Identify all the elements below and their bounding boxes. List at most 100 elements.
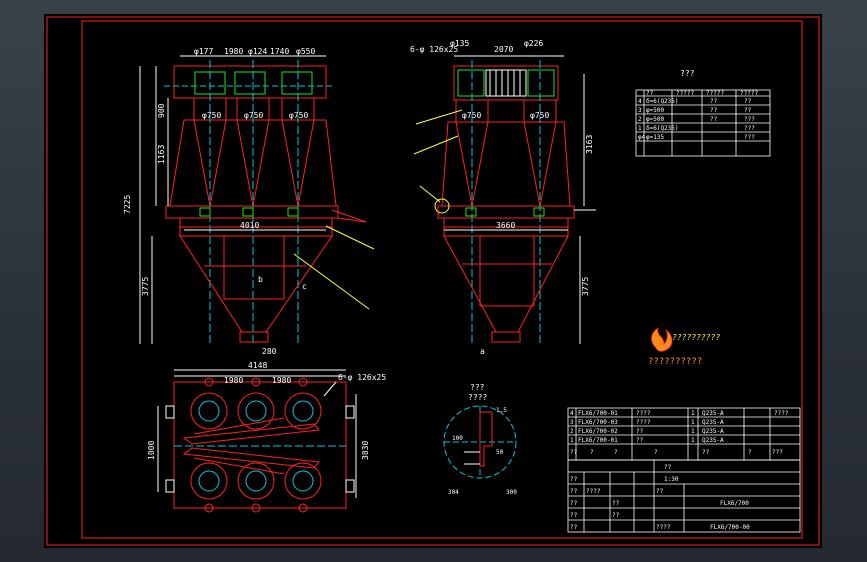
outer-border	[46, 16, 820, 546]
detail-subtitle: ????	[468, 393, 487, 402]
mt-r5c1: φ4	[638, 134, 646, 141]
pl-r2c4: 1	[691, 419, 695, 426]
front-elevation	[139, 55, 375, 344]
pl-r1c3: ????	[636, 410, 651, 417]
pl-r4c4: 1	[691, 437, 695, 444]
pl-r2c3: ????	[636, 419, 651, 426]
tb-label-8: ??	[612, 512, 620, 519]
mt-r1c5: ??	[744, 98, 752, 105]
mt-r1c4: ??	[710, 98, 718, 105]
plan-width: 4148	[248, 361, 267, 370]
plan-view	[157, 369, 357, 513]
front-elevation-dims: φ177 1980 φ124 1740 φ550 φ750 φ750 φ750 …	[123, 47, 315, 356]
pl-h1: ??	[570, 449, 578, 456]
side-elevation	[413, 55, 596, 344]
drawing-sheet: φ177 1980 φ124 1740 φ550 φ750 φ750 φ750 …	[44, 14, 822, 548]
pl-r2c5: Q235-A	[702, 419, 724, 426]
tb-scale: 1:30	[664, 476, 679, 483]
plan-note: 6-φ 126x25	[338, 373, 386, 382]
inlet-flange-3	[281, 71, 313, 95]
pl-r1c5: Q235-A	[702, 410, 724, 417]
label-b: b	[258, 275, 263, 284]
mt-h4: ?????	[740, 90, 758, 97]
pl-h9: ???	[772, 449, 783, 456]
tb-label-2: ??	[570, 488, 578, 495]
mt-r3c5: ???	[744, 116, 755, 123]
label-a: a	[480, 347, 485, 356]
dim-top-right-2: φ135	[450, 39, 469, 48]
flame-logo-icon	[651, 327, 673, 352]
material-table-text: ?? ????? ????? ????? 4 δ=6(Q235) ?? ?? 3…	[638, 90, 758, 141]
top-manifold	[173, 65, 327, 99]
label-280: 280	[262, 347, 277, 356]
detail-dim-5: 300	[506, 489, 517, 496]
elev-main-width: 4010	[240, 221, 259, 230]
mt-r3c4: ??	[710, 116, 718, 123]
side-elevation-dims: 6-φ 126x25 φ135 2070 φ226 φ750 φ750 3660…	[410, 39, 594, 356]
pl-r1c7: ????	[774, 410, 789, 417]
mt-r2c4: ??	[710, 107, 718, 114]
mt-h2: ?????	[676, 90, 694, 97]
material-table-title: ???	[680, 69, 695, 78]
tb-company: ??	[664, 464, 672, 471]
detail-dim-1: 1.5	[496, 407, 507, 414]
watermark-text-top: ??????????	[672, 333, 720, 342]
dim-vert-total: 7225	[123, 195, 132, 214]
tb-label-1: ??	[570, 476, 578, 483]
mt-h3: ?????	[706, 90, 724, 97]
parts-list-text: 4 FLX6/700-01 ???? 1 Q235-A ???? 3 FLX6/…	[570, 410, 789, 456]
pl-r3c5: Q235-A	[702, 428, 724, 435]
dim-top-right-4: φ226	[524, 39, 543, 48]
pl-r1c2: FLX6/700-01	[578, 410, 618, 417]
dim-top-1: φ177	[194, 47, 213, 56]
mt-r5c5: ???	[744, 134, 755, 141]
tb-label-3: ????	[586, 488, 601, 495]
pl-h4: ?	[654, 449, 658, 456]
title-block	[567, 459, 801, 533]
detail-title: ???	[470, 383, 485, 392]
dim-vert-3: 3775	[141, 277, 150, 296]
plan-dim-4: 3830	[361, 441, 370, 460]
dim-right-vert-1: 3163	[585, 135, 594, 154]
mt-r1c2: δ=6(Q235)	[646, 98, 679, 105]
pl-r2c2: FLX6/700-03	[578, 419, 618, 426]
pl-r1c4: 1	[691, 410, 695, 417]
pl-h3: ?	[614, 449, 618, 456]
pl-r4c5: Q235-A	[702, 437, 724, 444]
tb-label-9: ??	[656, 488, 664, 495]
dim-vert-2: 1163	[157, 145, 166, 164]
pl-r4c3: ??	[636, 437, 644, 444]
cyclone-diam-2: φ750	[244, 111, 263, 120]
mt-r3c2: φ=500	[646, 116, 664, 123]
title-block-text: ?? 1:30 FLX6/700 FLX6/700-00 ?? ?? ???? …	[570, 464, 750, 531]
pl-h2: ?	[590, 449, 594, 456]
mt-r2c2: φ=500	[646, 107, 664, 114]
dim-vert-1: 900	[157, 103, 166, 118]
pl-r2c1: 3	[570, 419, 574, 426]
mt-r3c1: 2	[638, 116, 642, 123]
dim-right-vert-2: 3775	[581, 277, 590, 296]
plan-dim-3: 1000	[147, 441, 156, 460]
side-diam-2: φ750	[530, 111, 549, 120]
dim-top-right-3: 2070	[494, 45, 513, 54]
dim-top-5: φ550	[296, 47, 315, 56]
mt-h1: ??	[646, 90, 654, 97]
elev-side-width: 3660	[496, 221, 515, 230]
detail-dim-3: 50	[496, 449, 504, 456]
mt-r4c5: ???	[744, 125, 755, 132]
mt-r2c1: 3	[638, 107, 642, 114]
mt-r4c2: δ=6(Q235)	[646, 125, 679, 132]
pl-r1c1: 4	[570, 410, 574, 417]
inlet-flange-2	[234, 71, 266, 95]
plan-dim-1: 1980	[224, 376, 243, 385]
detail-dim-2: 100	[452, 435, 463, 442]
pl-r3c1: 2	[570, 428, 574, 435]
dim-top-3: φ124	[248, 47, 267, 56]
cyclone-diam-1: φ750	[202, 111, 221, 120]
pl-r3c2: FLX6/700-02	[578, 428, 618, 435]
material-table	[635, 89, 771, 157]
detail-view	[443, 405, 517, 479]
plan-view-dims: 4148 1980 1980 6-φ 126x25 1000 3830	[147, 361, 386, 460]
detail-labels: ??? ???? 1.5 100 50 304 300	[448, 383, 517, 496]
cyclone-diam-3: φ750	[289, 111, 308, 120]
